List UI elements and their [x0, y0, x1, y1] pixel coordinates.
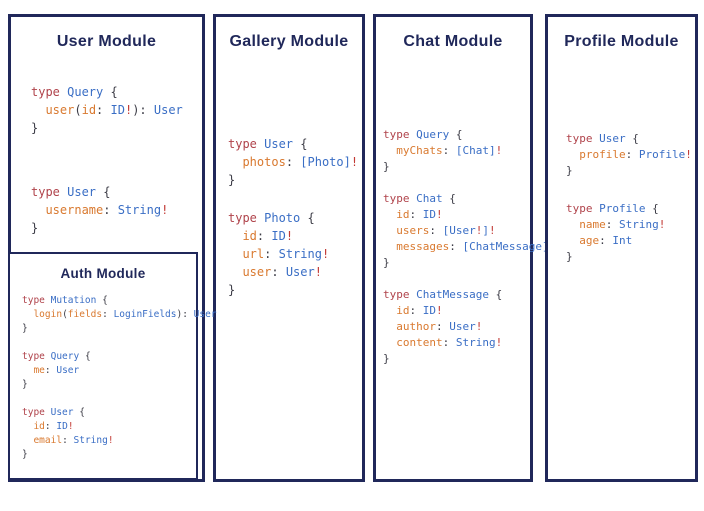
code-line: id: ID!	[396, 304, 443, 317]
code-line: type User {	[31, 185, 111, 199]
code-line: user(id: ID!): User	[45, 103, 183, 117]
code-line: }	[383, 256, 390, 269]
code-line: type Mutation {	[22, 295, 108, 306]
code-block: type User { profile: Profile!}	[566, 131, 695, 179]
code-line: email: String!	[33, 435, 114, 446]
auth-module-title: Auth Module	[60, 266, 146, 281]
code-line: login(fields: LoginFields): User	[33, 309, 217, 320]
code-line: id: ID!	[33, 421, 74, 432]
gallery-module-title: Gallery Module	[229, 33, 349, 50]
code-line: id: ID!	[242, 229, 294, 243]
chat-module-code: type Query { myChats: [Chat]!}type Chat …	[376, 127, 555, 367]
code-block: type Chat { id: ID! users: [User!]! mess…	[383, 191, 555, 271]
code-block: type Query { me: User}	[22, 350, 196, 392]
code-line: }	[566, 250, 573, 263]
code-block: type ChatMessage { id: ID! author: User!…	[383, 287, 530, 367]
code-line: messages: [ChatMessage]!	[396, 240, 555, 253]
code-block: type Query { myChats: [Chat]!}	[383, 127, 530, 175]
code-line: profile: Profile!	[579, 148, 692, 161]
code-line: type ChatMessage {	[383, 288, 503, 301]
code-line: url: String!	[242, 247, 330, 261]
chat-module-panel: Chat Module type Query { myChats: [Chat]…	[373, 14, 555, 482]
code-line: }	[228, 173, 236, 187]
code-line: name: String!	[579, 218, 666, 231]
code-line: id: ID!	[396, 208, 443, 221]
profile-module-code: type User { profile: Profile!}type Profi…	[548, 131, 695, 265]
user-module-title: User Module	[56, 33, 157, 50]
code-line: }	[22, 323, 28, 334]
code-block: type User { id: ID! email: String!}	[22, 406, 196, 462]
code-line: type Query {	[22, 351, 91, 362]
code-line: photos: [Photo]!	[242, 155, 359, 169]
profile-module-title: Profile Module	[564, 33, 679, 50]
chat-module-title: Chat Module	[403, 33, 503, 50]
code-line: username: String!	[45, 203, 169, 217]
code-line: type Query {	[383, 128, 463, 141]
profile-module-panel: Profile Module type User { profile: Prof…	[545, 14, 698, 482]
auth-module-panel: Auth Module type Mutation { login(fields…	[8, 252, 217, 480]
code-line: }	[31, 121, 39, 135]
code-line: user: User!	[242, 265, 322, 279]
code-line: }	[22, 449, 28, 460]
user-module-code: type Query { user(id: ID!): User}type Us…	[11, 83, 202, 237]
code-block: type Query { user(id: ID!): User}	[31, 83, 202, 137]
code-line: age: Int	[579, 234, 633, 247]
code-line: type Query {	[31, 85, 118, 99]
gallery-module-code: type User { photos: [Photo]!}type Photo …	[216, 135, 362, 299]
code-line: type Photo {	[228, 211, 315, 225]
code-line: users: [User!]!	[396, 224, 496, 237]
code-line: }	[31, 221, 39, 235]
code-line: }	[383, 352, 390, 365]
code-line: type Chat {	[383, 192, 456, 205]
code-block: type User { photos: [Photo]!}	[228, 135, 362, 189]
code-block: type Mutation { login(fields: LoginField…	[22, 294, 217, 336]
code-block: type Photo { id: ID! url: String! user: …	[228, 209, 362, 299]
code-line: }	[22, 379, 28, 390]
code-line: content: String!	[396, 336, 503, 349]
auth-module-code: type Mutation { login(fields: LoginField…	[10, 294, 217, 462]
code-line: type User {	[228, 137, 308, 151]
code-line: }	[566, 164, 573, 177]
code-line: type User {	[566, 132, 639, 145]
gallery-module-panel: Gallery Module type User { photos: [Phot…	[213, 14, 365, 482]
code-line: me: User	[33, 365, 80, 376]
code-line: }	[228, 283, 236, 297]
code-line: type User {	[22, 407, 85, 418]
code-block: type User { username: String!}	[31, 183, 202, 237]
code-line: myChats: [Chat]!	[396, 144, 503, 157]
code-line: }	[383, 160, 390, 173]
code-block: type Profile { name: String! age: Int}	[566, 201, 695, 265]
code-line: author: User!	[396, 320, 483, 333]
code-line: type Profile {	[566, 202, 659, 215]
